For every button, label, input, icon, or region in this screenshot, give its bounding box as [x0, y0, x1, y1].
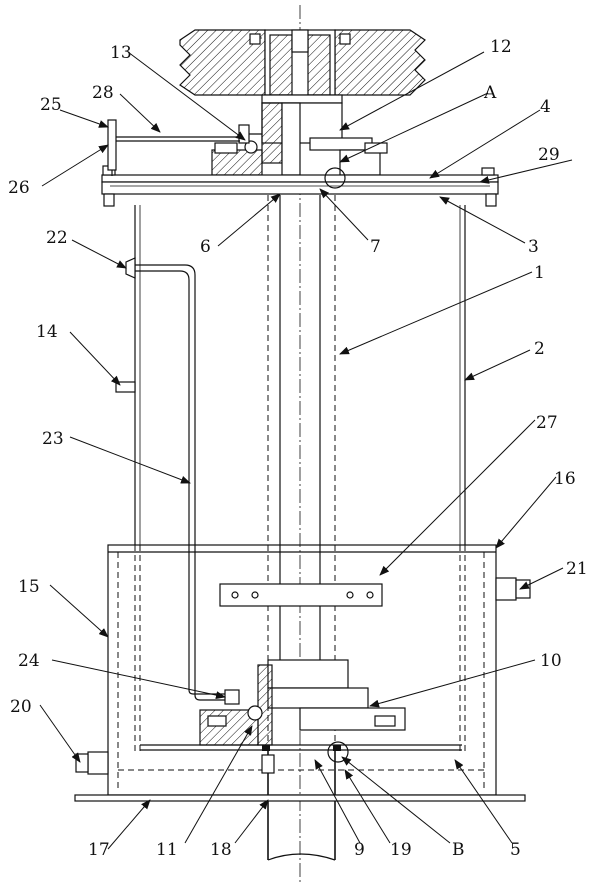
top-plate — [101, 165, 499, 207]
lower-tank — [75, 544, 531, 796]
shaft-bottom — [261, 750, 336, 861]
label-15: 15 — [18, 577, 40, 597]
label-14: 14 — [36, 322, 58, 342]
label-7: 7 — [370, 237, 381, 257]
label-6: 6 — [200, 237, 211, 257]
label-11: 11 — [156, 840, 178, 860]
label-16: 16 — [554, 469, 576, 489]
label-18: 18 — [210, 840, 232, 860]
inner-tube — [267, 195, 336, 755]
base-plate — [74, 794, 526, 802]
label-13: 13 — [110, 43, 132, 63]
label-25: 25 — [40, 95, 62, 115]
part-labels: 13 12 28 25 A 4 29 26 22 6 7 3 1 14 2 23… — [8, 37, 588, 860]
label-28: 28 — [92, 83, 114, 103]
label-12: 12 — [490, 37, 512, 57]
label-9: 9 — [354, 840, 365, 860]
label-5: 5 — [510, 840, 521, 860]
leader-lines — [39, 51, 573, 850]
detail-circle-a — [324, 167, 346, 189]
label-2: 2 — [534, 339, 545, 359]
pulley — [179, 29, 426, 96]
label-17: 17 — [88, 840, 110, 860]
label-3: 3 — [528, 237, 539, 257]
label-a: A — [483, 83, 497, 103]
detail-circle-b — [327, 741, 349, 763]
oil-pipe — [115, 257, 232, 701]
label-19: 19 — [390, 840, 412, 860]
label-21: 21 — [566, 559, 588, 579]
label-10: 10 — [540, 651, 562, 671]
upper-bearing-housing — [211, 94, 388, 182]
lower-bearing-housing — [140, 659, 462, 751]
label-4: 4 — [540, 97, 551, 117]
label-24: 24 — [18, 651, 40, 671]
bracket-plate — [219, 583, 383, 607]
label-b: B — [452, 840, 465, 860]
label-22: 22 — [46, 228, 68, 248]
label-20: 20 — [10, 697, 32, 717]
label-1: 1 — [534, 263, 545, 283]
label-26: 26 — [8, 178, 30, 198]
label-29: 29 — [538, 145, 560, 165]
label-23: 23 — [42, 429, 64, 449]
label-27: 27 — [536, 413, 558, 433]
